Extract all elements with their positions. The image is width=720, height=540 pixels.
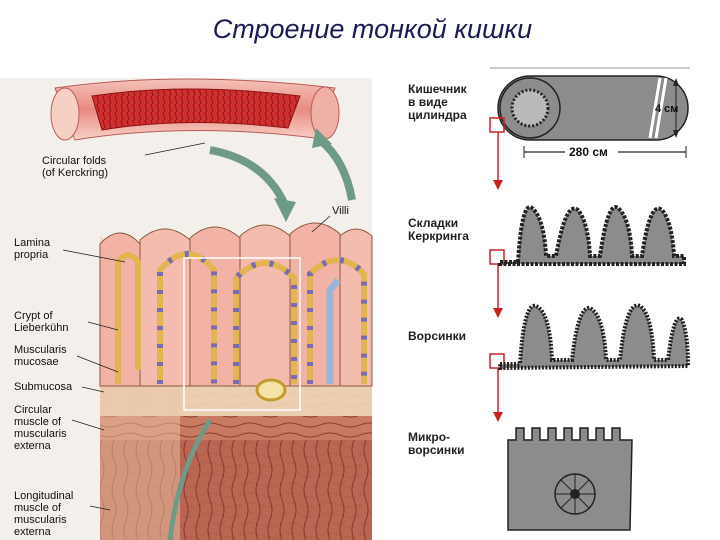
label-length: 280 см [569,146,608,158]
kerckring-folds-shape [500,207,684,264]
villi-shape [500,305,688,368]
label-folds: Складки Керкринга [408,217,469,243]
label-diameter: 4 см [655,103,678,115]
label-cylinder: Кишечник в виде цилиндра [408,83,467,122]
epithelial-cell-with-microvilli [508,428,632,530]
label-villi-ru: Ворсинки [408,330,466,343]
label-microvilli: Микро- ворсинки [408,431,465,457]
